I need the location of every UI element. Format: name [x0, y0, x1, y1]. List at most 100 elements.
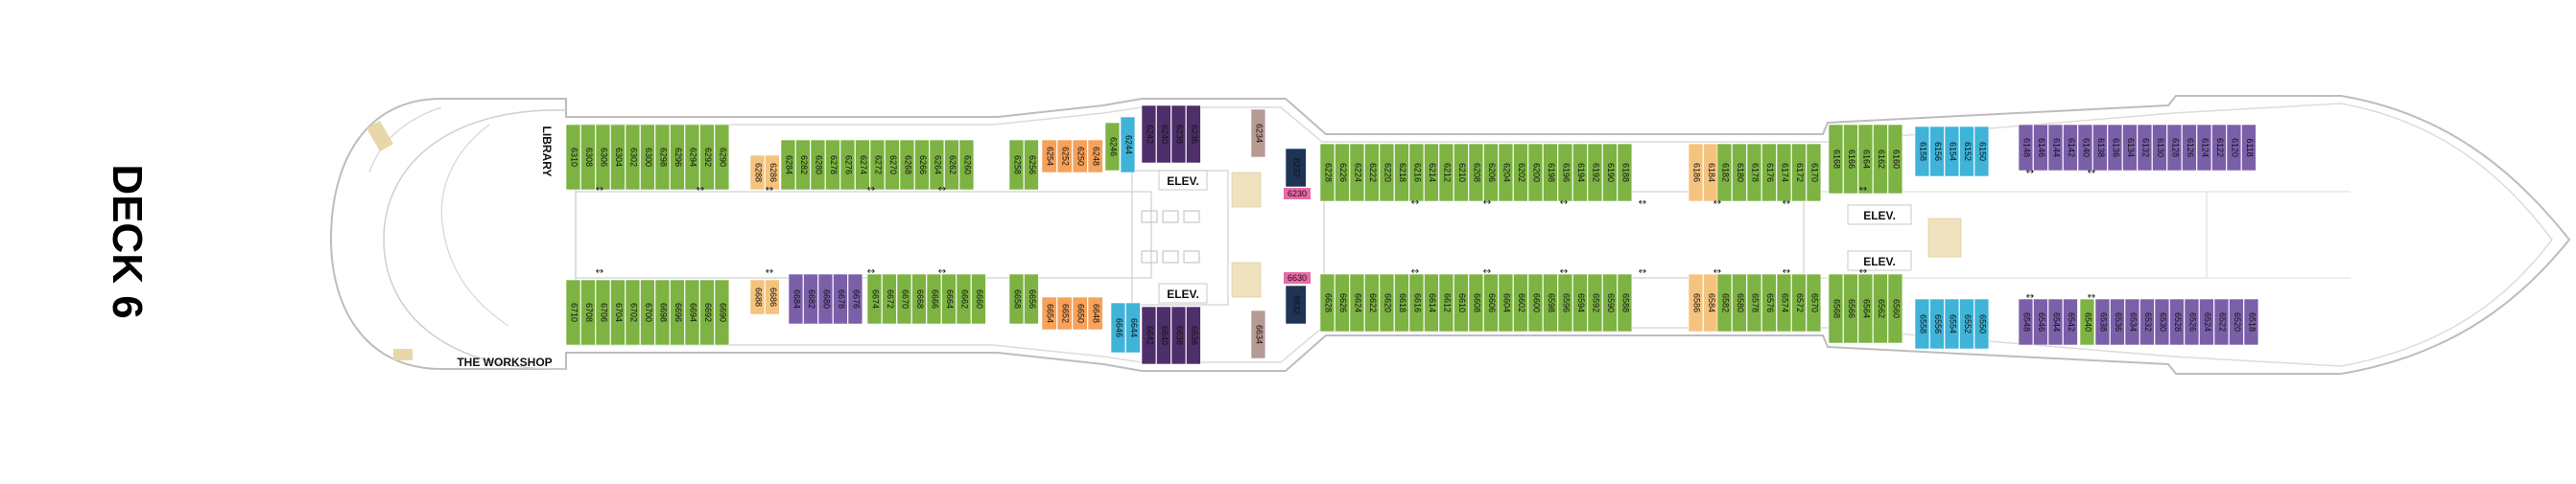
cabin-6124[interactable] — [2196, 124, 2212, 172]
cabin-6548[interactable] — [2018, 298, 2034, 346]
cabin-6194[interactable] — [1572, 143, 1588, 202]
cabin-6200[interactable] — [1527, 143, 1544, 202]
cabin-6210[interactable] — [1453, 143, 1469, 202]
cabin-6258[interactable] — [1008, 139, 1025, 191]
cabin-6174[interactable] — [1776, 143, 1792, 202]
cabin-6244[interactable] — [1120, 116, 1136, 173]
cabin-6240[interactable] — [1156, 104, 1171, 164]
cabin-6166[interactable] — [1843, 124, 1858, 195]
cabin-6598[interactable] — [1543, 273, 1558, 333]
cabin-6294[interactable] — [684, 124, 700, 191]
cabin-6698[interactable] — [654, 279, 671, 346]
cabin-6292[interactable] — [699, 124, 715, 191]
cabin-6702[interactable] — [625, 279, 641, 346]
cabin-6570[interactable] — [1806, 273, 1822, 333]
cabin-6232[interactable] — [1285, 148, 1307, 188]
cabin-6612[interactable] — [1438, 273, 1454, 333]
cabin-6264[interactable] — [929, 139, 945, 191]
cabin-6556[interactable] — [1929, 298, 1945, 350]
cabin-6674[interactable] — [866, 273, 883, 325]
cabin-6590[interactable] — [1602, 273, 1618, 333]
cabin-6528[interactable] — [2169, 298, 2185, 346]
cabin-6626[interactable] — [1335, 273, 1350, 333]
cabin-6160[interactable] — [1887, 124, 1903, 195]
cabin-6202[interactable] — [1513, 143, 1528, 202]
cabin-6670[interactable] — [896, 273, 912, 325]
cabin-6690[interactable] — [714, 279, 730, 346]
cabin-6246[interactable] — [1104, 122, 1121, 172]
cabin-6706[interactable] — [595, 279, 611, 346]
cabin-6566[interactable] — [1843, 273, 1858, 344]
cabin-6238[interactable] — [1170, 104, 1187, 164]
cabin-6252[interactable] — [1056, 139, 1073, 173]
cabin-6206[interactable] — [1483, 143, 1499, 202]
cabin-6158[interactable] — [1914, 126, 1930, 177]
cabin-6172[interactable] — [1791, 143, 1807, 202]
cabin-6682[interactable] — [803, 273, 818, 325]
cabin-6286[interactable] — [765, 154, 780, 191]
cabin-6142[interactable] — [2063, 124, 2078, 172]
cabin-6664[interactable] — [941, 273, 957, 325]
cabin-6250[interactable] — [1072, 139, 1088, 173]
cabin-6222[interactable] — [1364, 143, 1380, 202]
cabin-6304[interactable] — [610, 124, 626, 191]
cabin-6642[interactable] — [1141, 306, 1157, 365]
cabin-6278[interactable] — [825, 139, 840, 191]
cabin-6608[interactable] — [1468, 273, 1484, 333]
cabin-6658[interactable] — [1008, 273, 1025, 325]
cabin-6636[interactable] — [1186, 306, 1201, 365]
cabin-6534[interactable] — [2124, 298, 2140, 346]
cabin-6282[interactable] — [795, 139, 811, 191]
cabin-6270[interactable] — [885, 139, 900, 191]
cabin-6678[interactable] — [833, 273, 848, 325]
cabin-6542[interactable] — [2063, 298, 2078, 346]
cabin-6576[interactable] — [1761, 273, 1777, 333]
cabin-6290[interactable] — [714, 124, 730, 191]
cabin-6178[interactable] — [1746, 143, 1762, 202]
cabin-6186[interactable] — [1688, 143, 1704, 202]
cabin-6662[interactable] — [956, 273, 972, 325]
cabin-6134[interactable] — [2122, 124, 2138, 172]
cabin-6668[interactable] — [911, 273, 927, 325]
cabin-6536[interactable] — [2110, 298, 2125, 346]
cabin-6616[interactable] — [1408, 273, 1425, 333]
cabin-6588[interactable] — [1617, 273, 1633, 333]
cabin-6634[interactable] — [1250, 310, 1266, 359]
cabin-6150[interactable] — [1973, 126, 1990, 177]
cabin-6126[interactable] — [2182, 124, 2197, 172]
cabin-6170[interactable] — [1806, 143, 1822, 202]
cabin-6212[interactable] — [1438, 143, 1454, 202]
cabin-6568[interactable] — [1828, 273, 1844, 344]
cabin-6284[interactable] — [780, 139, 796, 191]
cabin-6526[interactable] — [2184, 298, 2200, 346]
cabin-6308[interactable] — [580, 124, 596, 191]
cabin-6154[interactable] — [1944, 126, 1960, 177]
cabin-6298[interactable] — [654, 124, 671, 191]
cabin-6572[interactable] — [1791, 273, 1807, 333]
cabin-6632[interactable] — [1285, 285, 1307, 325]
cabin-6262[interactable] — [944, 139, 959, 191]
cabin-6708[interactable] — [580, 279, 596, 346]
cabin-6310[interactable] — [565, 124, 581, 191]
cabin-6300[interactable] — [640, 124, 655, 191]
cabin-6648[interactable] — [1087, 296, 1103, 331]
cabin-6146[interactable] — [2033, 124, 2048, 172]
cabin-6520[interactable] — [2229, 298, 2244, 346]
cabin-6660[interactable] — [971, 273, 986, 325]
cabin-6594[interactable] — [1572, 273, 1588, 333]
cabin-6236[interactable] — [1186, 104, 1201, 164]
cabin-6578[interactable] — [1746, 273, 1762, 333]
cabin-6138[interactable] — [2092, 124, 2108, 172]
cabin-6562[interactable] — [1873, 273, 1888, 344]
cabin-6198[interactable] — [1543, 143, 1558, 202]
cabin-6128[interactable] — [2166, 124, 2183, 172]
cabin-6274[interactable] — [855, 139, 870, 191]
cabin-6532[interactable] — [2139, 298, 2155, 346]
cabin-6204[interactable] — [1498, 143, 1514, 202]
cabin-6152[interactable] — [1959, 126, 1974, 177]
cabin-6118[interactable] — [2241, 124, 2257, 172]
cabin-6518[interactable] — [2243, 298, 2259, 346]
cabin-6604[interactable] — [1498, 273, 1514, 333]
cabin-6256[interactable] — [1024, 139, 1039, 191]
cabin-6554[interactable] — [1944, 298, 1960, 350]
